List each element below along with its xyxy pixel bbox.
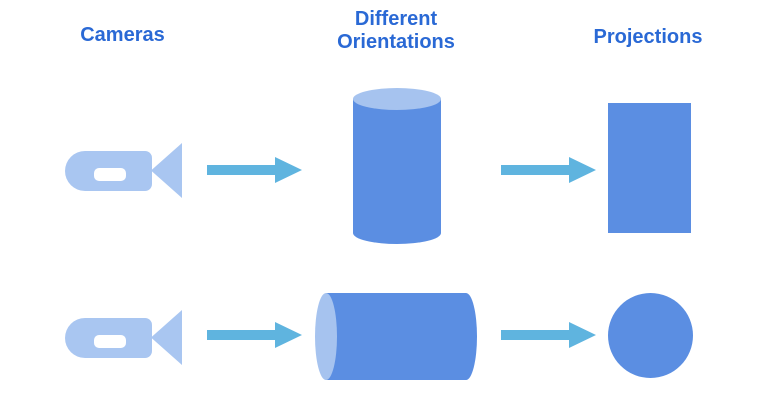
camera-lens-cone [151, 310, 182, 365]
right-arrow-icon [207, 157, 302, 183]
rectangle-projection-shape [608, 103, 691, 233]
cylinder-body [353, 99, 441, 244]
vertical-cylinder-shape [353, 88, 441, 244]
horizontal-cylinder-shape [315, 293, 477, 380]
right-arrow-icon [501, 157, 596, 183]
cylinder-top-cap [353, 88, 441, 110]
arrow-glyph [501, 157, 596, 183]
arrow-glyph [207, 322, 302, 348]
column-heading-cameras: Cameras [80, 24, 165, 46]
video-camera-icon [65, 143, 182, 198]
camera-slot [94, 335, 126, 348]
cylinder-body [326, 293, 477, 380]
right-arrow-icon [501, 322, 596, 348]
camera-lens-cone [151, 143, 182, 198]
video-camera-icon [65, 310, 182, 365]
camera-slot [94, 168, 126, 181]
right-arrow-icon [207, 322, 302, 348]
column-heading-projections: Projections [593, 26, 703, 48]
cylinder-left-cap [315, 293, 337, 380]
arrow-glyph [501, 322, 596, 348]
circle-projection-shape [608, 293, 693, 378]
column-heading-orientations: Different Orientations [337, 8, 455, 53]
arrow-glyph [207, 157, 302, 183]
